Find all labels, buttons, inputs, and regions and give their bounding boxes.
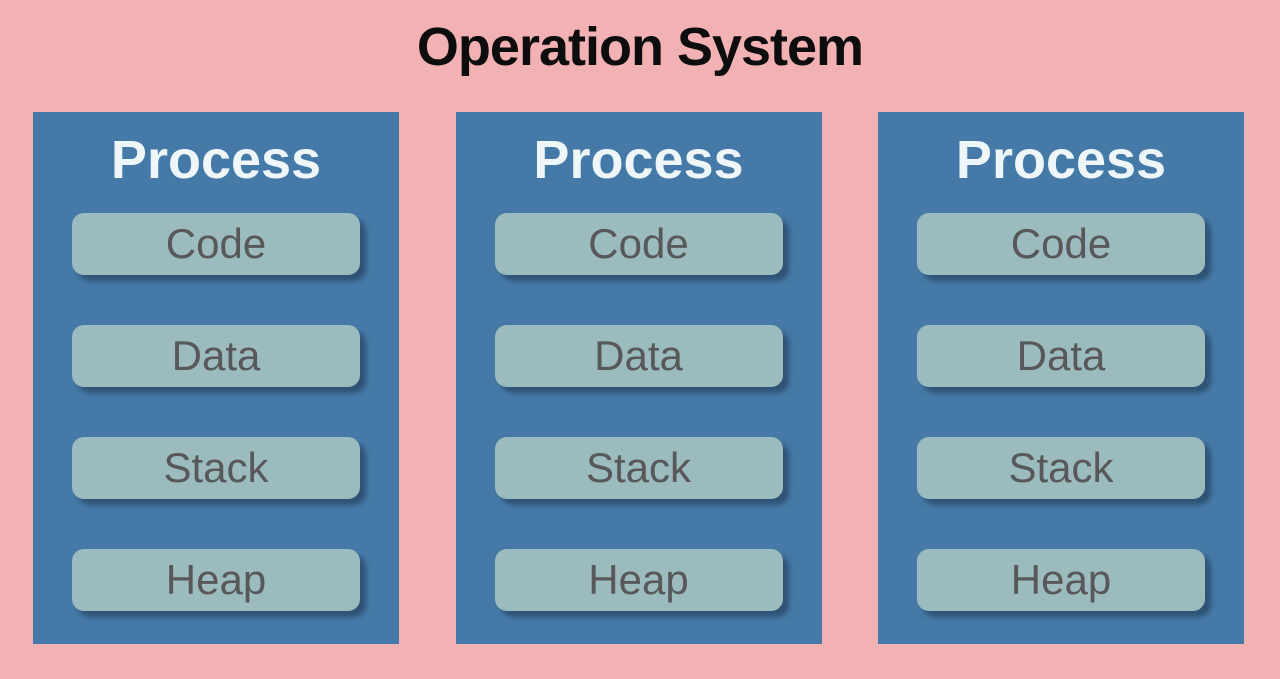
memory-segment-data: Data: [917, 325, 1205, 387]
memory-segment-heap: Heap: [72, 549, 360, 611]
process-box-3: Process Code Data Stack Heap: [878, 112, 1244, 644]
process-title: Process: [955, 130, 1167, 190]
memory-segment-stack: Stack: [72, 437, 360, 499]
memory-segment-stack: Stack: [494, 437, 783, 499]
process-title: Process: [110, 130, 322, 190]
process-box-2: Process Code Data Stack Heap: [455, 112, 822, 644]
memory-segment-data: Data: [72, 325, 360, 387]
memory-segment-heap: Heap: [917, 549, 1205, 611]
segment-list: Code Data Stack Heap: [917, 213, 1205, 611]
memory-segment-stack: Stack: [917, 437, 1205, 499]
segment-list: Code Data Stack Heap: [72, 213, 360, 611]
memory-segment-code: Code: [917, 213, 1205, 275]
process-row: Process Code Data Stack Heap Process Cod…: [0, 112, 1280, 644]
process-title: Process: [533, 130, 744, 190]
memory-segment-data: Data: [494, 325, 783, 387]
memory-segment-heap: Heap: [494, 549, 783, 611]
diagram-title: Operation System: [416, 17, 864, 77]
memory-segment-code: Code: [72, 213, 360, 275]
segment-list: Code Data Stack Heap: [494, 213, 783, 611]
memory-segment-code: Code: [494, 213, 783, 275]
process-box-1: Process Code Data Stack Heap: [33, 112, 399, 644]
